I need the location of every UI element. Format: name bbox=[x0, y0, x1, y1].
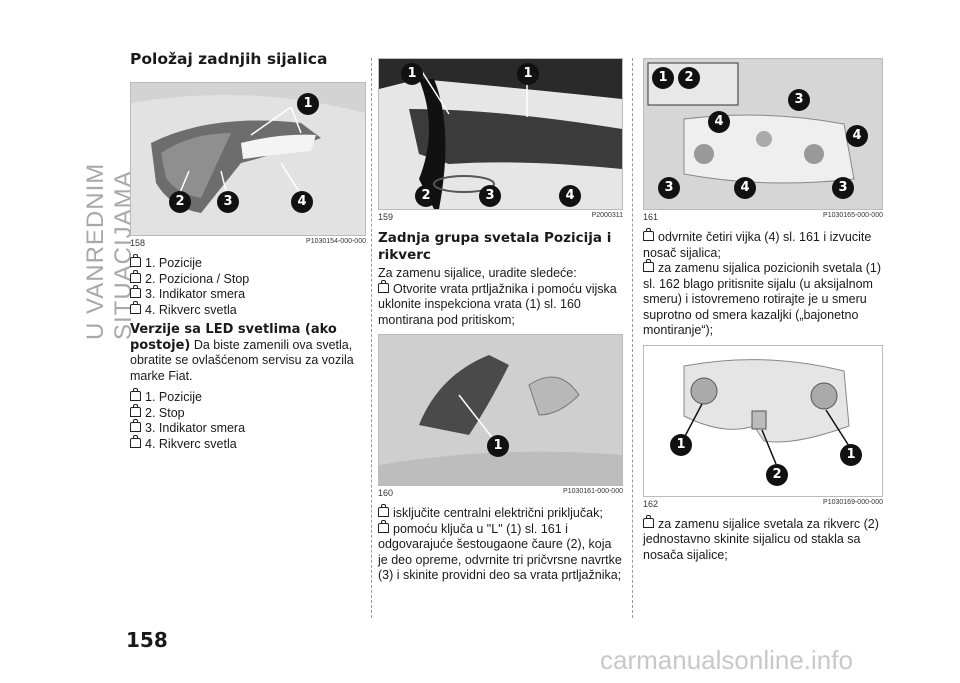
figure-code: P1030161-000-000 bbox=[563, 488, 623, 495]
bulb-icon bbox=[130, 285, 141, 298]
tailgate-illustration bbox=[379, 59, 622, 209]
figure-code: P1030165-000-000 bbox=[823, 212, 883, 219]
bulb-icon bbox=[130, 300, 141, 314]
list-item: 3. Indikator smera bbox=[130, 285, 366, 303]
bulb-icon bbox=[378, 279, 389, 293]
callout-badge: 2 bbox=[766, 463, 788, 486]
callout-badge: 4 bbox=[291, 191, 313, 213]
section-side-title: U VANREDNIM SITUACIJAMA bbox=[82, 162, 137, 340]
figure-code: P1030154-000-000 bbox=[306, 238, 366, 245]
list-item: 3. Indikator smera bbox=[130, 419, 366, 437]
figure-caption: 162 P1030169-000-000 bbox=[643, 499, 883, 509]
callout-badge: 2 bbox=[415, 185, 437, 207]
figure-158: 1 2 3 4 bbox=[130, 82, 366, 236]
column-divider bbox=[632, 58, 634, 618]
callout-badge: 1 bbox=[401, 63, 423, 85]
step-item: pomoću ključa u "L" (1) sl. 161 i odgova… bbox=[378, 519, 622, 582]
bulb-icon bbox=[378, 504, 389, 517]
callout-badge: 2 bbox=[678, 67, 700, 89]
list-item: 4. Rikverc svetla bbox=[130, 300, 366, 319]
column-3: 1 2 3 4 4 3 4 3 161 P1030165-000-000 odv… bbox=[643, 58, 883, 563]
list-item: 2. Stop bbox=[130, 403, 366, 422]
step-item: odvrnite četiri vijka (4) sl. 161 i izvu… bbox=[643, 228, 872, 260]
callout-badge: 3 bbox=[832, 177, 854, 199]
rear-lamp-illustration bbox=[131, 83, 365, 235]
led-paragraph: Verzije sa LED svetlima (ako postoje) Da… bbox=[130, 322, 366, 384]
callout-badge: 4 bbox=[734, 177, 756, 199]
step-item: isključite centralni električni priključ… bbox=[378, 504, 623, 522]
bulb-icon bbox=[130, 419, 141, 432]
figure-caption: 160 P1030161-000-000 bbox=[378, 488, 623, 498]
figure-161: 1 2 3 4 4 3 4 3 bbox=[643, 58, 883, 210]
step-item: za zamenu sijalice svetala za rikverc (2… bbox=[643, 514, 879, 562]
callout-badge: 1 bbox=[297, 93, 319, 115]
step-item: za zamenu sijalica pozicionih svetala (1… bbox=[643, 259, 882, 337]
bulb-list: 1. Pozicije 2. Poziciona / Stop 3. Indik… bbox=[130, 254, 366, 319]
bulb-icon bbox=[130, 254, 141, 267]
callout-badge: 2 bbox=[169, 191, 191, 213]
section-heading: Položaj zadnjih sijalica bbox=[130, 50, 328, 68]
figure-160: 1 bbox=[378, 334, 623, 486]
bulb-icon bbox=[643, 514, 654, 528]
bulb-icon bbox=[643, 228, 654, 241]
led-text: Da biste zamenili ova svetla, obratite s… bbox=[130, 337, 354, 383]
callout-badge: 1 bbox=[670, 433, 692, 456]
column-1: Položaj zadnjih sijalica 1 2 3 4 158 P10… bbox=[130, 50, 366, 452]
intro-text: Za zamenu sijalice, uradite sledeće: bbox=[378, 266, 577, 280]
figure-caption: 158 P1030154-000-000 bbox=[130, 238, 366, 248]
callout-badge: 3 bbox=[217, 191, 239, 213]
led-heading: Verzije sa LED svetlima (ako postoje) bbox=[130, 322, 337, 353]
list-item: 1. Pozicije bbox=[130, 388, 366, 406]
figure-162: 1 1 2 bbox=[643, 344, 883, 497]
callout-badge: 3 bbox=[788, 89, 810, 111]
figure-159: 1 1 2 3 4 bbox=[378, 58, 623, 210]
list-item: 1. Pozicije bbox=[130, 254, 366, 272]
bulb-icon bbox=[130, 403, 141, 417]
callout-badge: 3 bbox=[658, 177, 680, 199]
figure-caption: 161 P1030165-000-000 bbox=[643, 212, 883, 222]
bulb-icon bbox=[130, 388, 141, 401]
bulb-icon bbox=[378, 519, 389, 533]
page-number: 158 bbox=[126, 628, 168, 652]
figure-number: 158 bbox=[130, 238, 146, 248]
callout-badge: 4 bbox=[846, 125, 868, 147]
figure-caption: 159 P2000311 bbox=[378, 212, 623, 222]
bulb-icon bbox=[130, 269, 141, 283]
figure-number: 162 bbox=[643, 498, 659, 509]
watermark-text: carmanualsonline.info bbox=[600, 645, 853, 675]
list-item: 2. Poziciona / Stop bbox=[130, 269, 366, 288]
bulb-holder-illustration bbox=[644, 345, 882, 496]
callout-badge: 1 bbox=[652, 67, 674, 89]
figure-number: 159 bbox=[378, 212, 394, 222]
figure-number: 161 bbox=[643, 212, 659, 222]
subsection-heading: Zadnja grupa svetala Pozicija i rikverc bbox=[378, 230, 612, 263]
bulb-icon bbox=[130, 434, 141, 448]
callout-badge: 4 bbox=[559, 185, 581, 207]
list-item: 4. Rikverc svetla bbox=[130, 434, 366, 453]
callout-badge: 3 bbox=[479, 185, 501, 207]
column-divider bbox=[371, 58, 373, 618]
callout-badge: 1 bbox=[517, 63, 539, 85]
inspection-cover-illustration bbox=[379, 335, 622, 485]
figure-code: P2000311 bbox=[591, 212, 623, 219]
figure-code: P1030169-000-000 bbox=[823, 498, 883, 506]
callout-badge: 4 bbox=[708, 111, 730, 133]
callout-badge: 1 bbox=[840, 443, 862, 466]
column-2: 1 1 2 3 4 159 P2000311 Zadnja grupa svet… bbox=[378, 58, 623, 584]
bulb-icon bbox=[643, 259, 654, 272]
figure-number: 160 bbox=[378, 488, 394, 498]
callout-badge: 1 bbox=[487, 435, 509, 457]
led-bulb-list: 1. Pozicije 2. Stop 3. Indikator smera 4… bbox=[130, 388, 366, 453]
step-item: Otvorite vrata prtljažnika i pomoću vijs… bbox=[378, 279, 617, 327]
